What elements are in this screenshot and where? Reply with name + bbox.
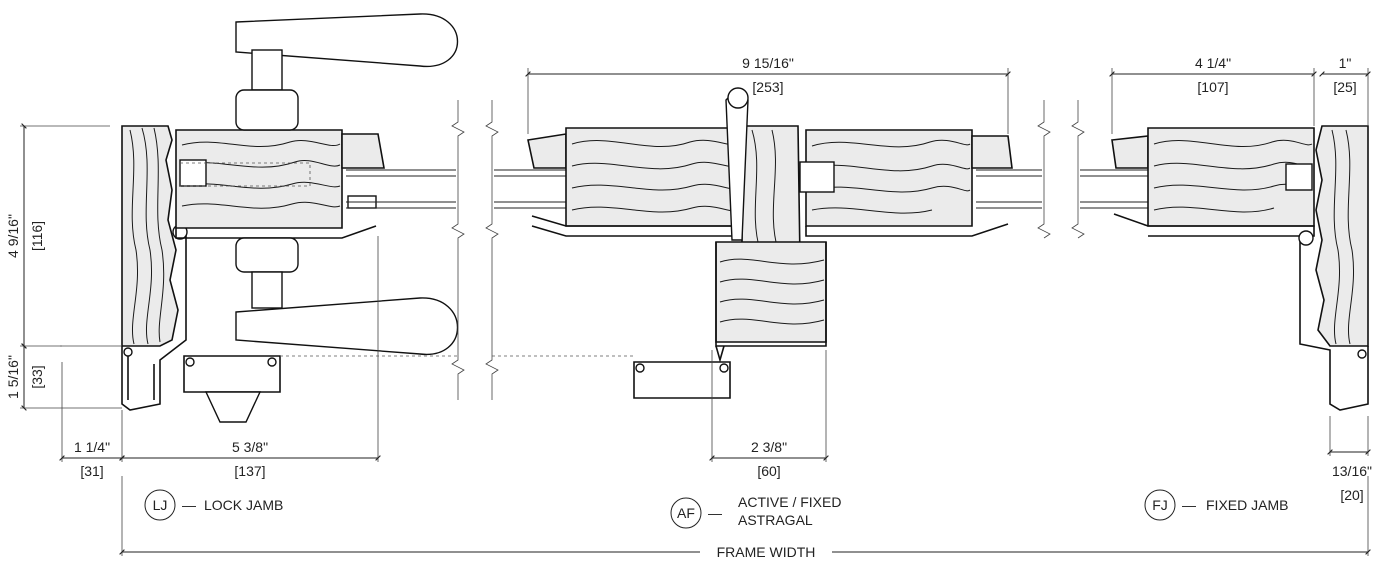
astragal-section <box>494 87 1042 399</box>
dim-fixed-jamb-depth-metric: [20] <box>1340 487 1363 503</box>
callout-dash: — <box>1182 497 1196 513</box>
dim-panel-height-metric: [116] <box>29 221 45 251</box>
callout-dash: — <box>708 505 722 521</box>
astragal-label-line1: ACTIVE / FIXED <box>738 494 841 510</box>
strike-plate <box>183 355 281 423</box>
dim-jamb-width: 1" <box>1339 55 1352 71</box>
break-lines <box>451 100 1085 400</box>
callout-lock-jamb: LJ — LOCK JAMB <box>144 489 283 521</box>
dim-panel-height: 4 9/16" <box>5 214 21 258</box>
dim-astragal-depth: 2 3/8" <box>751 439 787 455</box>
fixed-jamb-section <box>1080 125 1369 411</box>
lock-jamb-label: LOCK JAMB <box>204 497 283 513</box>
glazing-block <box>1285 163 1313 191</box>
lever-handle-top <box>235 13 458 131</box>
dim-jamb-depth: 1 1/4" <box>74 439 110 455</box>
dim-astragal-width: 9 15/16" <box>742 55 794 71</box>
dimension-labels: 9 15/16" [253] 4 1/4" [107] 1" [25] 4 9/… <box>5 55 1372 560</box>
fixed-jamb-label: FIXED JAMB <box>1206 497 1288 513</box>
tag-af: AF <box>677 505 695 521</box>
glass-panel-left <box>346 169 456 209</box>
frame-width-label: FRAME WIDTH <box>717 544 816 560</box>
lock-body <box>179 159 207 187</box>
dim-jamb-depth-metric: [31] <box>80 463 103 479</box>
dim-sill-height: 1 5/16" <box>5 355 21 399</box>
dim-fixed-jamb-depth: 13/16" <box>1332 463 1372 479</box>
dimension-lines <box>21 71 1371 555</box>
tag-fj: FJ <box>1152 497 1168 513</box>
lever-handle-bottom <box>235 237 458 355</box>
glazing-block <box>799 161 835 193</box>
callout-astragal: AF — ACTIVE / FIXED ASTRAGAL <box>670 494 841 529</box>
lock-jamb-section <box>60 125 188 411</box>
tag-lj: LJ <box>153 497 168 513</box>
astragal-cap <box>633 361 731 399</box>
dim-fixed-width: 4 1/4" <box>1195 55 1231 71</box>
dim-jamb-width-metric: [25] <box>1333 79 1356 95</box>
astragal-label-line2: ASTRAGAL <box>738 512 813 528</box>
weatherstrip-bulb <box>123 347 133 357</box>
callout-dash: — <box>182 497 196 513</box>
dim-lock-width-metric: [137] <box>234 463 265 479</box>
dim-fixed-width-metric: [107] <box>1197 79 1228 95</box>
dim-sill-height-metric: [33] <box>29 365 45 388</box>
dim-lock-width: 5 3/8" <box>232 439 268 455</box>
lock-stile-section <box>175 129 385 239</box>
dim-astragal-depth-metric: [60] <box>757 463 780 479</box>
dim-astragal-width-metric: [253] <box>752 79 783 95</box>
callout-fixed-jamb: FJ — FIXED JAMB <box>1144 489 1288 521</box>
extension-lines <box>20 68 1369 556</box>
